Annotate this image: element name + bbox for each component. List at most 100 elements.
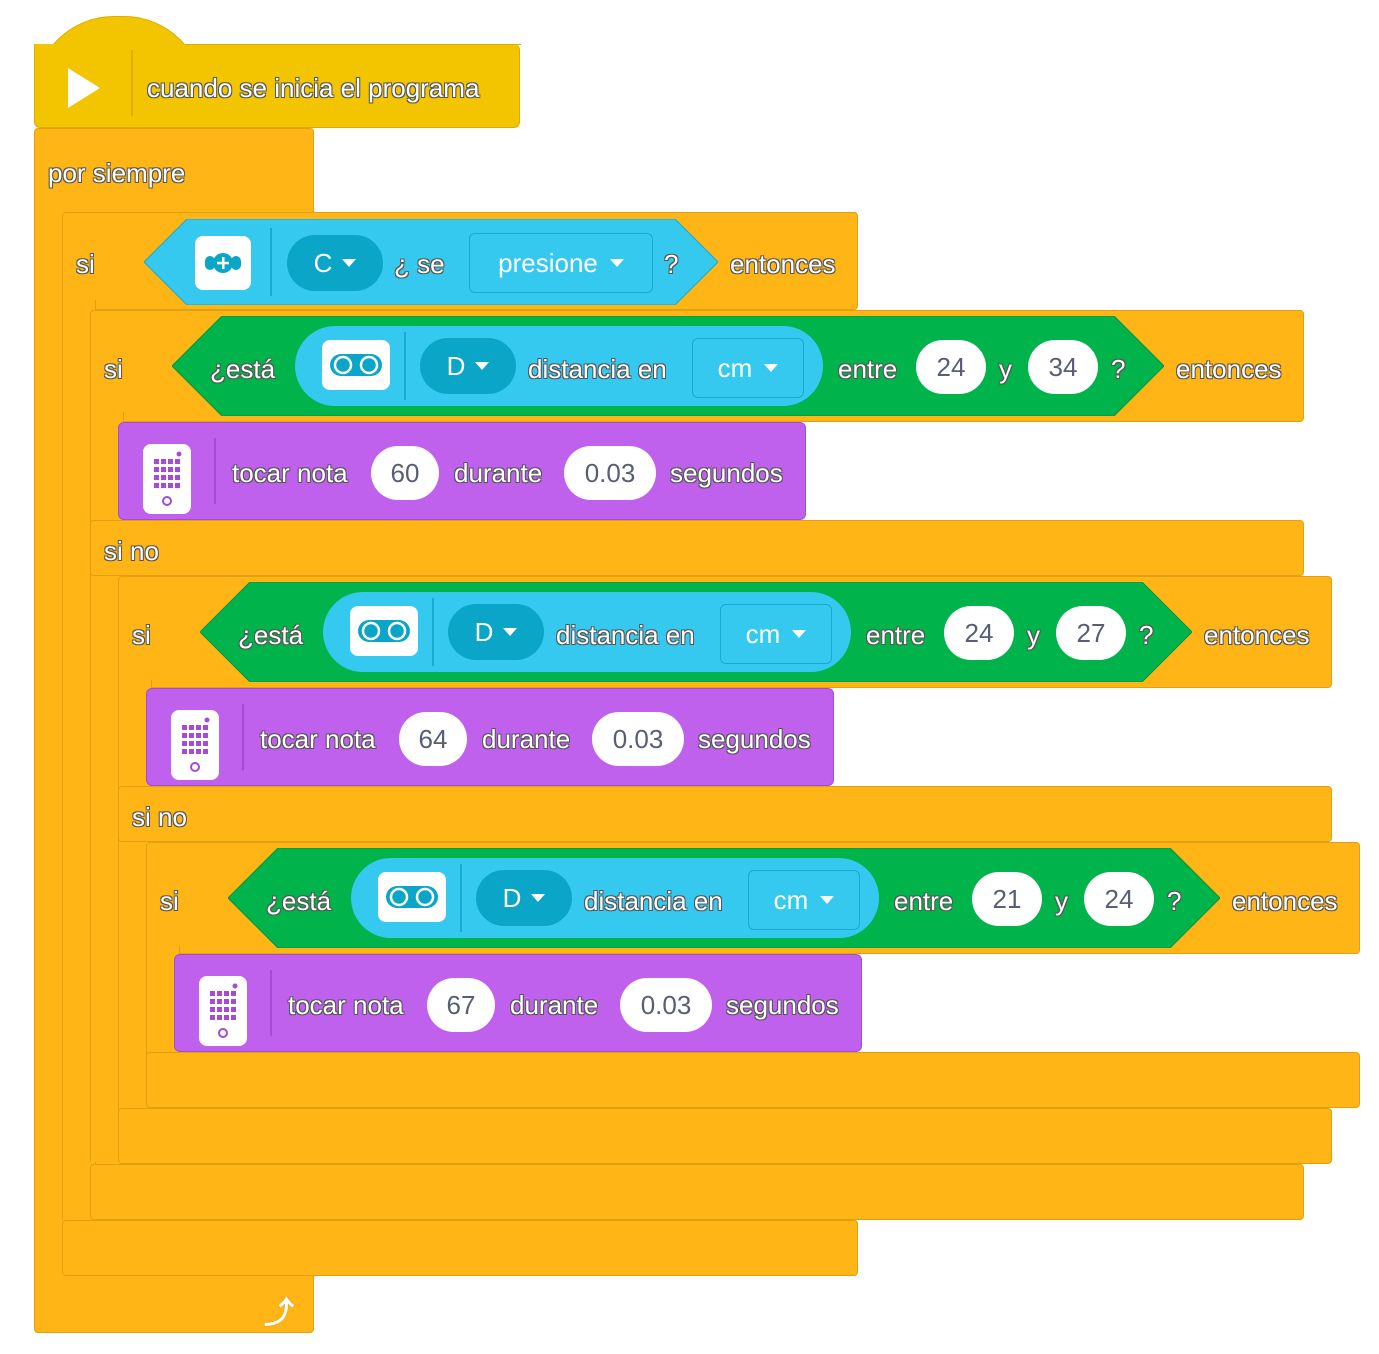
if-label: si — [160, 886, 179, 916]
question-prefix: ¿ se — [394, 249, 445, 279]
is-label: ¿está — [210, 354, 276, 384]
if-else-1-else-bar — [90, 520, 1304, 576]
port-value: D — [446, 350, 466, 381]
note-input[interactable]: 67 — [427, 978, 495, 1032]
measure-label: distancia en — [584, 886, 723, 916]
port-dropdown-d[interactable]: D — [476, 870, 572, 926]
and-label: y — [999, 354, 1012, 384]
force-sensor-icon — [195, 236, 251, 290]
if-label: si — [132, 620, 151, 650]
play-note-block[interactable] — [174, 954, 862, 1052]
port-value: C — [313, 247, 333, 278]
divider — [214, 438, 216, 504]
low-value-input[interactable]: 21 — [972, 872, 1042, 926]
action-value: presione — [498, 247, 598, 278]
port-value: D — [502, 882, 522, 913]
unit-value: cm — [717, 352, 753, 383]
measure-label: distancia en — [556, 620, 695, 650]
divider — [131, 50, 133, 116]
divider — [270, 228, 272, 296]
if-else-2-else-bar — [118, 786, 1332, 842]
is-label: ¿está — [266, 886, 332, 916]
if-button-end — [62, 1220, 858, 1276]
seconds-label: segundos — [726, 990, 839, 1020]
seconds-label: segundos — [670, 458, 783, 488]
divider — [432, 598, 434, 666]
if-else-1-end — [90, 1164, 1304, 1220]
unit-dropdown[interactable]: cm — [748, 870, 860, 930]
distance-sensor-icon — [378, 872, 446, 922]
speaker-hub-icon — [143, 444, 191, 514]
then-label: entonces — [1232, 886, 1338, 916]
port-dropdown-d[interactable]: D — [420, 338, 516, 394]
then-label: entonces — [1204, 620, 1310, 650]
play-note-block[interactable] — [146, 688, 834, 786]
between-label: entre — [838, 354, 898, 384]
if-label: si — [104, 354, 123, 384]
distance-sensor-icon — [322, 340, 390, 390]
then-label: entonces — [730, 249, 836, 279]
duration-input[interactable]: 0.03 — [620, 978, 712, 1032]
port-value: D — [474, 616, 494, 647]
then-label: entonces — [1176, 354, 1282, 384]
is-label: ¿está — [238, 620, 304, 650]
measure-label: distancia en — [528, 354, 667, 384]
low-value-input[interactable]: 24 — [916, 340, 986, 394]
action-dropdown[interactable]: presione — [469, 233, 653, 293]
duration-input[interactable]: 0.03 — [592, 712, 684, 766]
chevron-down-icon — [342, 259, 357, 267]
seconds-label: segundos — [698, 724, 811, 754]
divider — [404, 332, 406, 400]
else-label: si no — [132, 802, 187, 832]
note-input[interactable]: 60 — [371, 446, 439, 500]
during-label: durante — [482, 724, 571, 754]
chevron-down-icon — [531, 894, 546, 902]
port-dropdown-c[interactable]: C — [287, 235, 383, 291]
during-label: durante — [454, 458, 543, 488]
note-label: tocar nota — [260, 724, 376, 754]
and-label: y — [1027, 620, 1040, 650]
play-note-block[interactable] — [118, 422, 806, 520]
note-label: tocar nota — [288, 990, 404, 1020]
during-label: durante — [510, 990, 599, 1020]
note-input[interactable]: 64 — [399, 712, 467, 766]
else-label: si no — [104, 536, 159, 566]
speaker-hub-icon — [199, 976, 247, 1046]
when-program-starts-block[interactable] — [34, 44, 521, 128]
between-label: entre — [866, 620, 926, 650]
loop-arrow-icon: ⤴ — [264, 1297, 294, 1330]
unit-dropdown[interactable]: cm — [692, 338, 804, 398]
chevron-down-icon — [792, 630, 807, 638]
question-suffix: ? — [1139, 620, 1154, 650]
low-value-input[interactable]: 24 — [944, 606, 1014, 660]
question-suffix: ? — [664, 249, 679, 279]
question-suffix: ? — [1111, 354, 1126, 384]
duration-input[interactable]: 0.03 — [564, 446, 656, 500]
if-else-2-end — [118, 1108, 1332, 1164]
and-label: y — [1055, 886, 1068, 916]
chevron-down-icon — [503, 628, 518, 636]
if-label: si — [76, 249, 95, 279]
unit-dropdown[interactable]: cm — [720, 604, 832, 664]
high-value-input[interactable]: 27 — [1056, 606, 1126, 660]
forever-label: por siempre — [48, 158, 186, 188]
high-value-input[interactable]: 24 — [1084, 872, 1154, 926]
chevron-down-icon — [764, 364, 779, 372]
unit-value: cm — [773, 884, 809, 915]
port-dropdown-d[interactable]: D — [448, 604, 544, 660]
high-value-input[interactable]: 34 — [1028, 340, 1098, 394]
chevron-down-icon — [609, 259, 624, 267]
distance-sensor-icon — [350, 606, 418, 656]
divider — [270, 970, 272, 1036]
unit-value: cm — [745, 618, 781, 649]
divider — [242, 704, 244, 770]
between-label: entre — [894, 886, 954, 916]
speaker-hub-icon — [171, 710, 219, 780]
divider — [460, 864, 462, 932]
event-label: cuando se inicia el programa — [147, 73, 480, 103]
if-3-end — [146, 1052, 1360, 1108]
play-icon — [68, 68, 100, 108]
chevron-down-icon — [475, 362, 490, 370]
chevron-down-icon — [820, 896, 835, 904]
note-label: tocar nota — [232, 458, 348, 488]
